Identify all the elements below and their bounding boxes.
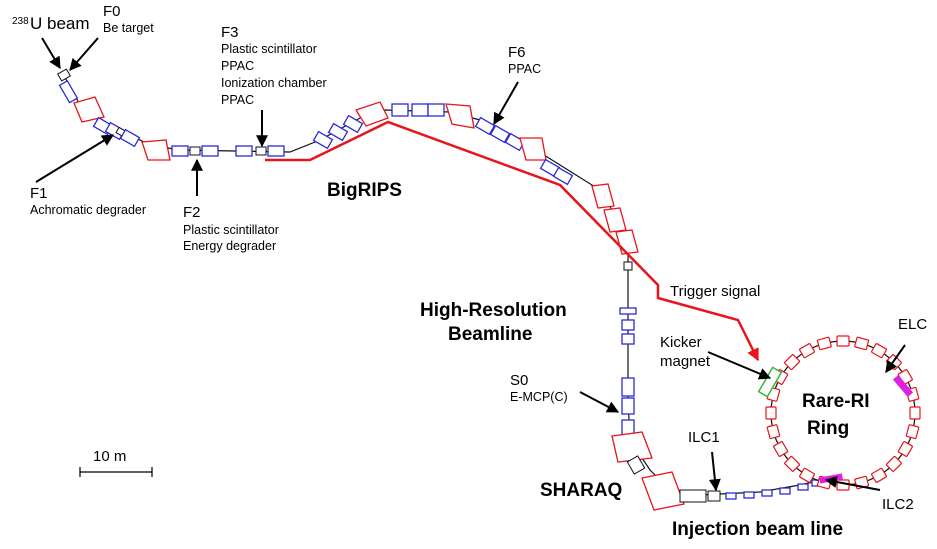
ring-dipole-magnet [871, 467, 887, 483]
trigger-signal-line [265, 120, 760, 362]
ring-title-line1: Rare-RI [802, 391, 870, 412]
bigrips-title: BigRIPS [327, 180, 402, 201]
ring-dipole-magnet [854, 336, 870, 351]
s0-sub-label: E-MCP(C) [510, 390, 568, 404]
injection-title: Injection beam line [672, 519, 843, 540]
ring-dipole-magnet [784, 455, 801, 472]
ring-dipole-magnet [905, 424, 920, 440]
kicker-magnet [757, 366, 783, 398]
kicker-label-2: magnet [660, 353, 711, 370]
bigrips-elements [56, 68, 639, 255]
sharaq-title: SHARAQ [540, 480, 622, 501]
f1-sub-label: Achromatic degrader [30, 203, 146, 217]
annotation-arrows [35, 37, 906, 492]
ring-dipole-magnet [897, 441, 913, 457]
trigger-signal-label: Trigger signal [670, 283, 760, 300]
rare-ri-ring [757, 335, 921, 491]
ring-dipole-magnet [871, 343, 887, 359]
elc-label: ELC [898, 316, 927, 333]
f3-sub-label-4: PPAC [221, 93, 254, 107]
f0-label: F0 [103, 3, 121, 20]
s0-label: S0 [510, 372, 528, 389]
ring-dipole-magnet [909, 406, 921, 420]
ring-dipole-magnet [784, 354, 801, 371]
f3-sub-label-3: Ionization chamber [221, 76, 327, 90]
f2-sub-label-2: Energy degrader [183, 239, 276, 253]
f1-label: F1 [30, 185, 48, 202]
ring-dipole-magnet [773, 441, 789, 457]
f0-sub-label: Be target [103, 21, 154, 35]
beam-label: U beam [30, 14, 90, 33]
kicker-label-1: Kicker [660, 334, 702, 351]
ring-dipole-magnet [799, 467, 815, 483]
ilc1-label: ILC1 [688, 429, 720, 446]
scale-label: 10 m [93, 448, 126, 465]
hrb-title-line1: High-Resolution [420, 300, 567, 321]
ring-dipole-magnet [766, 424, 781, 440]
hrb-elements [611, 261, 685, 511]
injection-elements [679, 479, 823, 503]
f6-label: F6 [508, 44, 526, 61]
ring-dipole-magnet [799, 343, 815, 359]
f6-sub-label: PPAC [508, 62, 541, 76]
ring-title-line2: Ring [807, 418, 849, 439]
f3-sub-label-1: Plastic scintillator [221, 42, 317, 56]
f3-sub-label-2: PPAC [221, 59, 254, 73]
beam-superscript: 238 [12, 16, 29, 27]
scale-bar: 10 m [79, 448, 153, 477]
ring-dipole-magnet [765, 406, 777, 420]
f2-label: F2 [183, 204, 201, 221]
ring-dipole-magnet [885, 455, 902, 472]
ring-dipole-magnet [816, 336, 832, 351]
elc-element [892, 374, 914, 398]
ring-dipole-magnet [836, 335, 850, 347]
f2-sub-label-1: Plastic scintillator [183, 223, 279, 237]
ilc2-label: ILC2 [882, 496, 914, 513]
f3-label: F3 [221, 24, 239, 41]
hrb-title-line2: Beamline [448, 324, 532, 345]
